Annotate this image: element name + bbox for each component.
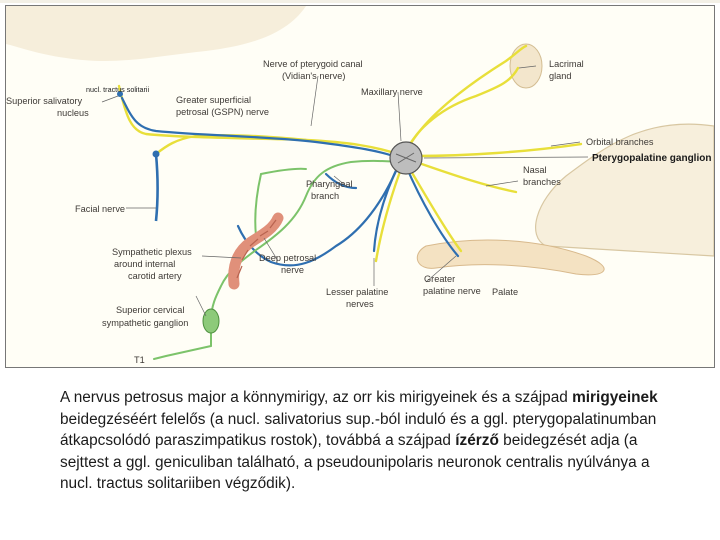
caption-part-1: A nervus petrosus major a könnymirigy, a… [60,389,572,406]
label-sup-cervical-1: Superior cervical [116,305,184,315]
label-deep-petrosal-2: nerve [281,265,304,275]
anatomy-diagram: Nerve of pterygoid canal (Vidian's nerve… [5,5,715,368]
label-sympathetic-3: carotid artery [128,271,182,281]
label-nucl-tractus-solitarii: nucl. tractus solitarii [86,85,150,94]
superior-cervical-ganglion [203,309,219,333]
label-superior-salivatory-1: Superior salivatory [6,96,82,106]
caption-bold-mirigyeinek: mirigyeinek [572,389,658,406]
label-nerve-pterygoid-2: (Vidian's nerve) [282,71,345,81]
label-pterygopalatine-ganglion: Pterygopalatine ganglion [592,153,711,164]
label-orbital-branches: Orbital branches [586,137,654,147]
label-lacrimal-1: Lacrimal [549,59,584,69]
label-nasal-1: Nasal [523,165,547,175]
geniculate-marker [153,151,160,158]
caption-bold-izerzo: ízérző [455,432,499,449]
diagram-canvas: Nerve of pterygoid canal (Vidian's nerve… [6,6,714,367]
label-gspn-1: Greater superficial [176,95,251,105]
label-maxillary-nerve: Maxillary nerve [361,87,423,97]
label-lesser-palatine-2: nerves [346,299,374,309]
label-gspn-2: petrosal (GSPN) nerve [176,107,269,117]
sensory-pathway [122,98,458,265]
label-superior-salivatory-2: nucleus [57,108,89,118]
lacrimal-gland [510,44,542,88]
label-pharyngeal-2: branch [311,191,339,201]
label-greater-palatine-1: Greater [424,274,455,284]
facial-nerve-trunk [156,154,158,221]
label-lacrimal-2: gland [549,71,571,81]
label-palate: Palate [492,287,518,297]
label-lesser-palatine-1: Lesser palatine [326,287,388,297]
label-facial-nerve: Facial nerve [75,204,125,214]
label-t1: T1 [134,355,145,365]
label-sympathetic-1: Sympathetic plexus [112,247,192,257]
caption-text: A nervus petrosus major a könnymirigy, a… [60,387,660,495]
label-sympathetic-2: around internal [114,259,175,269]
label-greater-palatine-2: palatine nerve [423,286,481,296]
label-nerve-pterygoid-1: Nerve of pterygoid canal [263,59,363,69]
label-deep-petrosal-1: Deep petrosal [259,253,316,263]
top-rule [0,0,720,3]
brain-tissue [6,6,306,61]
label-nasal-2: branches [523,177,561,187]
label-sup-cervical-2: sympathetic ganglion [102,318,188,328]
label-pharyngeal-1: Pharyngeal [306,179,352,189]
parasympathetic-pathway [119,46,581,261]
